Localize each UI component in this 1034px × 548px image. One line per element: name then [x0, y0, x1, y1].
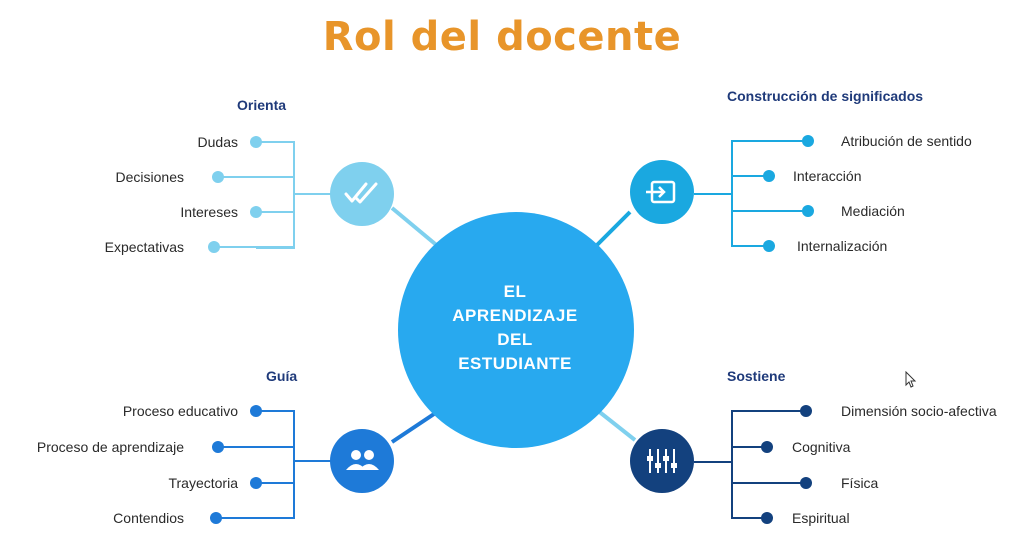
guia-connectors: [216, 410, 332, 519]
orienta-heading: Orienta: [237, 97, 287, 113]
orienta-item-expectativas: Expectativas: [104, 239, 184, 255]
orienta-item-dudas: Dudas: [197, 134, 238, 150]
construccion-heading: Construcción de significados: [727, 88, 924, 104]
orienta-item-decisiones: Decisiones: [115, 169, 184, 185]
construccion-connectors: [694, 140, 808, 247]
center-label: EL APRENDIZAJE DEL ESTUDIANTE: [400, 280, 630, 376]
center-line-1: EL: [503, 282, 527, 301]
construccion-item-internalizacion: Internalización: [797, 238, 888, 254]
guia-item-contendios: Contendios: [113, 510, 184, 526]
login-arrow-icon: [630, 160, 694, 224]
group-icon: [330, 429, 394, 493]
guia-item-proceso-educativo: Proceso educativo: [122, 403, 238, 419]
sostiene-dots: [761, 405, 812, 524]
double-check-icon: [330, 162, 394, 226]
center-line-4: ESTUDIANTE: [458, 354, 572, 373]
mouse-cursor-icon: [905, 371, 917, 388]
sostiene-heading: Sostiene: [727, 368, 786, 384]
center-circle: [398, 212, 634, 448]
guia-item-trayectoria: Trayectoria: [168, 475, 238, 491]
construccion-item-interaccion: Interacción: [793, 168, 862, 184]
sliders-icon: [630, 429, 694, 493]
spoke-construccion: [593, 210, 632, 249]
guia-dots: [210, 405, 262, 524]
sostiene-item-socio-afectiva: Dimensión socio-afectiva: [841, 403, 997, 419]
construccion-item-atribucion: Atribución de sentido: [841, 133, 972, 149]
orienta-item-intereses: Intereses: [180, 204, 238, 220]
sostiene-connectors: [694, 410, 806, 519]
construccion-item-mediacion: Mediación: [841, 203, 905, 219]
sostiene-item-espiritual: Espiritual: [792, 510, 850, 526]
center-line-2: APRENDIZAJE: [452, 306, 578, 325]
sostiene-item-cognitiva: Cognitiva: [792, 439, 851, 455]
spoke-orienta: [390, 206, 442, 250]
orienta-connectors: [214, 141, 332, 249]
orienta-dots: [208, 136, 262, 253]
sostiene-item-fisica: Física: [841, 475, 879, 491]
construccion-dots: [763, 135, 814, 252]
center-line-3: DEL: [497, 330, 533, 349]
page-title: Rol del docente: [322, 14, 682, 60]
guia-item-proceso-aprendizaje: Proceso de aprendizaje: [36, 439, 184, 455]
spoke-sostiene: [595, 408, 637, 442]
spoke-guia: [390, 408, 442, 444]
guia-heading: Guía: [266, 368, 298, 384]
